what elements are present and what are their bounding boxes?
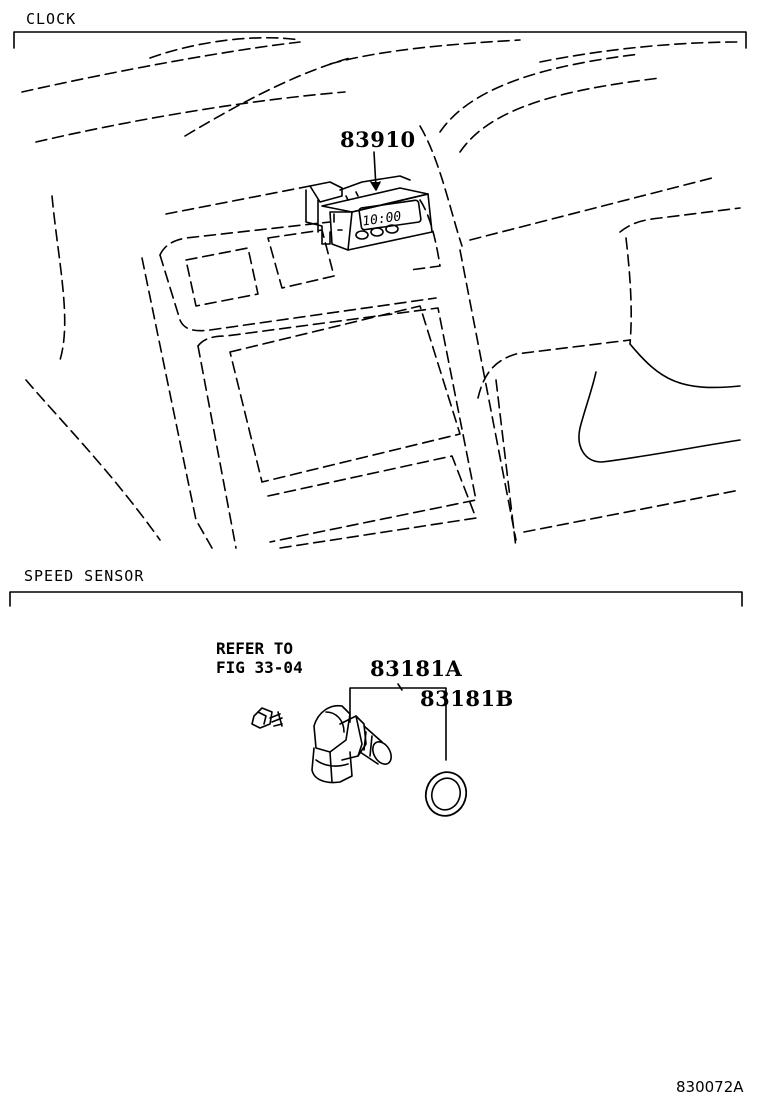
clock-section-title: CLOCK [26,10,77,28]
clock-part-number: 83910 [340,127,416,152]
console-curves [578,343,741,463]
o-ring-drawing [424,771,468,817]
clock-unit-drawing [305,175,433,251]
speed-sensor-part-number: 83181A [370,656,463,681]
bolt-drawing [251,707,283,729]
clock-display: 10:00 [361,209,402,229]
speed-sensor-section-title: SPEED SENSOR [24,567,145,585]
clock-section-frame [13,31,747,49]
speed-sensor-drawing [311,704,392,784]
o-ring-part-number: 83181B [420,686,514,711]
figure-code: 830072A [676,1078,744,1096]
leader-83181a [349,683,447,761]
dashboard-outline [21,36,741,549]
clock-display-text: 10:00 [361,209,402,229]
reference-line-2: FIG 33-04 [216,658,303,678]
leader-83910 [370,151,381,191]
reference-note[interactable]: REFER TO FIG 33-04 [216,639,303,677]
reference-line-1: REFER TO [216,639,294,658]
speed-sensor-section-frame [9,591,743,607]
